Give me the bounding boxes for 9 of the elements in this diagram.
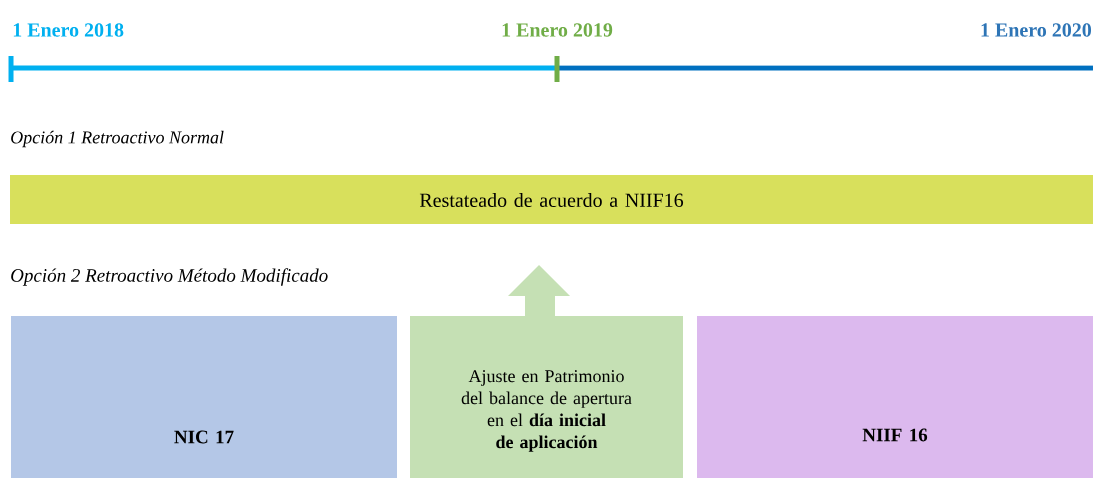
option-label: Opción 2 Retroactivo Método Modificado	[11, 268, 328, 286]
date-label: 1 Enero 2020	[981, 23, 1091, 37]
standard-box: NIIF 16	[697, 316, 1093, 478]
date-label: 1 Enero 2018	[13, 23, 124, 37]
option-label: Opción 1 Retroactivo Normal	[11, 130, 224, 148]
date-label: 1 Enero 2019	[502, 23, 613, 37]
option-band: Restateado de acuerdo a NIIF16	[10, 175, 1093, 224]
adjustment-box: Ajuste en Patrimonio del balance de apertura en el día inicial de aplicación	[410, 316, 683, 478]
standard-box: NIC 17	[11, 316, 397, 478]
